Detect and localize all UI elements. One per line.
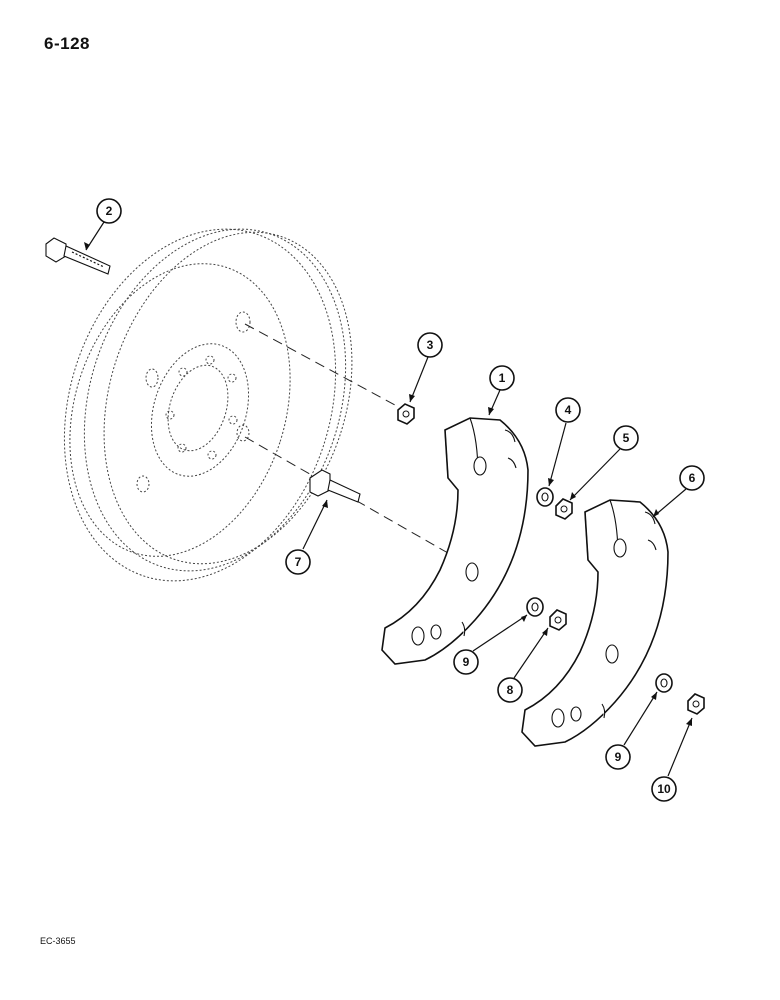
svg-text:10: 10	[657, 782, 671, 796]
washer-9-first	[526, 597, 544, 617]
callout-6: 6	[679, 465, 705, 491]
callout-3: 3	[417, 332, 443, 358]
svg-text:8: 8	[507, 683, 514, 697]
stud-7	[309, 469, 361, 503]
alignment-line-upper	[244, 323, 396, 406]
svg-text:5: 5	[623, 431, 630, 445]
callout-10: 10	[651, 776, 677, 802]
washer-9-second	[655, 673, 673, 693]
callout-7: 7	[285, 549, 311, 575]
bolt-2	[45, 237, 111, 275]
callout-9-second: 9	[605, 744, 631, 770]
callout-8: 8	[497, 677, 523, 703]
callout-5: 5	[613, 425, 639, 451]
svg-text:7: 7	[295, 555, 302, 569]
wheel-weight-6	[521, 499, 669, 747]
nut-10	[687, 693, 705, 715]
callout-4: 4	[555, 397, 581, 423]
svg-text:9: 9	[463, 655, 470, 669]
nut-5	[555, 498, 573, 520]
wheel-rim	[63, 228, 353, 582]
nut-8	[549, 609, 567, 631]
nut-3	[397, 403, 415, 425]
page-number: 6-128	[44, 34, 90, 53]
callout-2: 2	[96, 198, 122, 224]
svg-text:1: 1	[499, 371, 506, 385]
svg-text:2: 2	[106, 204, 113, 218]
callout-1: 1	[489, 365, 515, 391]
figure-code: EC-3655	[40, 936, 76, 946]
leader-lines	[84, 221, 693, 777]
wheel-weight-1	[381, 417, 529, 665]
svg-text:4: 4	[565, 403, 572, 417]
svg-text:6: 6	[689, 471, 696, 485]
callout-9-first: 9	[453, 649, 479, 675]
washer-4	[536, 487, 554, 507]
svg-text:3: 3	[427, 338, 434, 352]
svg-text:9: 9	[615, 750, 622, 764]
